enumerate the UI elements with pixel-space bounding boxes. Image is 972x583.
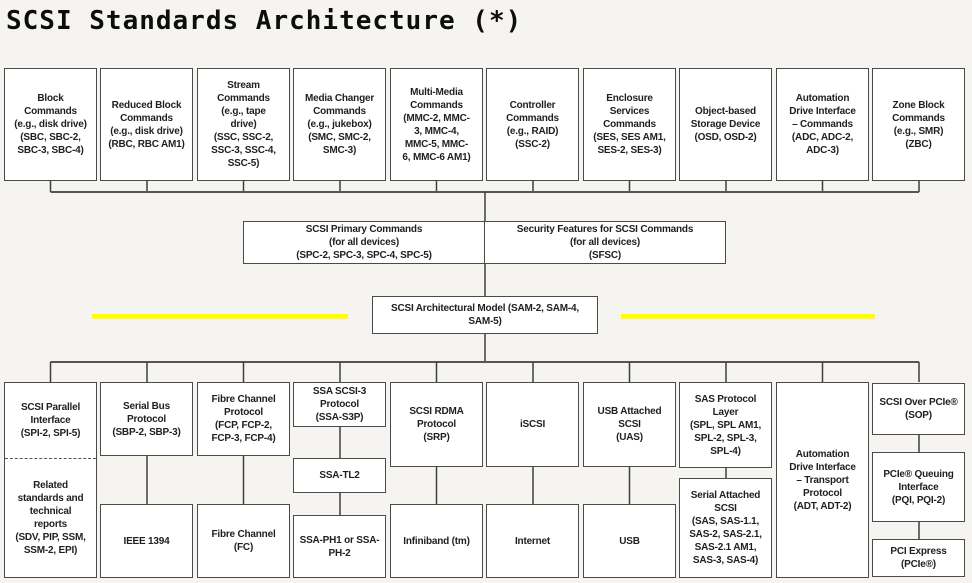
box-ssa-tl2: SSA-TL2: [293, 458, 386, 493]
box-stream-commands: Stream Commands (e.g., tape drive) (SSC,…: [197, 68, 290, 181]
box-pci-express: PCI Express (PCIe®): [872, 539, 965, 577]
page-title: SCSI Standards Architecture (*): [6, 6, 523, 36]
box-automation-drive-interface-commands: Automation Drive Interface – Commands (A…: [776, 68, 869, 181]
box-internet: Internet: [486, 504, 579, 578]
box-scsi-parallel-interface: SCSI Parallel Interface (SPI-2, SPI-5) R…: [4, 382, 97, 578]
box-usb-attached-scsi: USB Attached SCSI (UAS): [583, 382, 676, 467]
box-iscsi: iSCSI: [486, 382, 579, 467]
box-automation-drive-interface-transport: Automation Drive Interface – Transport P…: [776, 382, 869, 578]
section-spi-standards: SCSI Parallel Interface (SPI-2, SPI-5): [20, 402, 81, 440]
box-ieee-1394: IEEE 1394: [100, 504, 193, 578]
box-infiniband: Infiniband (tm): [390, 504, 483, 578]
box-primary-and-security-commands: SCSI Primary Commands (for all devices) …: [243, 221, 726, 264]
box-scsi-over-pcie: SCSI Over PCIe® (SOP): [872, 383, 965, 435]
box-fibre-channel-protocol: Fibre Channel Protocol (FCP, FCP-2, FCP-…: [197, 382, 290, 456]
box-controller-commands: Controller Commands (e.g., RAID) (SSC-2): [486, 68, 579, 181]
box-object-based-storage-device: Object-based Storage Device (OSD, OSD-2): [679, 68, 772, 181]
box-pcie-queuing-interface: PCIe® Queuing Interface (PQI, PQI-2): [872, 452, 965, 522]
box-serial-attached-scsi: Serial Attached SCSI (SAS, SAS-1.1, SAS-…: [679, 478, 772, 578]
box-block-commands: Block Commands (e.g., disk drive) (SBC, …: [4, 68, 97, 181]
section-related-standards: Related standards and technical reports …: [5, 458, 96, 577]
box-ssa-scsi-3-protocol: SSA SCSI-3 Protocol (SSA-S3P): [293, 382, 386, 427]
box-fibre-channel-fc: Fibre Channel (FC): [197, 504, 290, 578]
box-security-features-sfsc: Security Features for SCSI Commands (for…: [516, 224, 694, 261]
highlight-bar-right: [621, 314, 875, 319]
box-usb: USB: [583, 504, 676, 578]
box-scsi-rdma-protocol: SCSI RDMA Protocol (SRP): [390, 382, 483, 467]
box-multi-media-commands: Multi-Media Commands (MMC-2, MMC- 3, MMC…: [390, 68, 483, 181]
box-scsi-primary-commands: SCSI Primary Commands (for all devices) …: [244, 222, 485, 263]
box-enclosure-services-commands: Enclosure Services Commands (SES, SES AM…: [583, 68, 676, 181]
box-ssa-ph: SSA-PH1 or SSA- PH-2: [293, 515, 386, 578]
box-zone-block-commands: Zone Block Commands (e.g., SMR) (ZBC): [872, 68, 965, 181]
box-sas-protocol-layer: SAS Protocol Layer (SPL, SPL AM1, SPL-2,…: [679, 382, 772, 468]
box-media-changer-commands: Media Changer Commands (e.g., jukebox) (…: [293, 68, 386, 181]
box-serial-bus-protocol: Serial Bus Protocol (SBP-2, SBP-3): [100, 382, 193, 456]
highlight-bar-left: [92, 314, 348, 319]
box-reduced-block-commands: Reduced Block Commands (e.g., disk drive…: [100, 68, 193, 181]
box-scsi-architectural-model: SCSI Architectural Model (SAM-2, SAM-4, …: [372, 296, 598, 334]
